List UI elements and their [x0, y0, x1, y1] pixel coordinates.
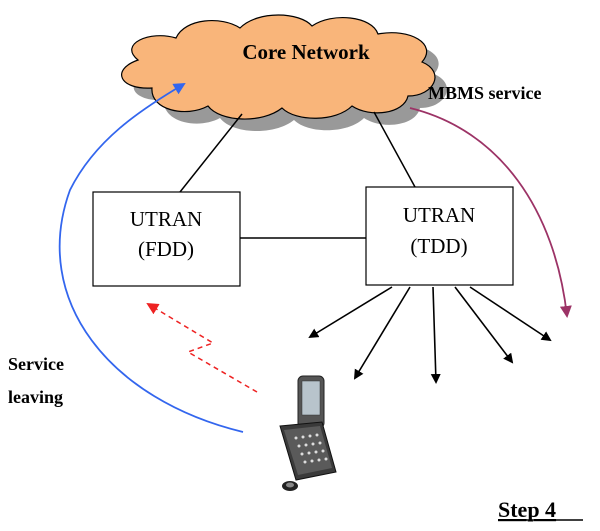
broadcast-arrow-1: [308, 286, 393, 339]
core-network-cloud: Core Network: [121, 14, 436, 120]
broadcast-arrows: [308, 286, 552, 384]
utran-fdd-line2: (FDD): [138, 237, 194, 261]
handover-signal-arrow: [146, 302, 258, 393]
mbms-service-label: MBMS service: [428, 83, 541, 103]
link-core-to-tdd: [373, 111, 416, 188]
utran-tdd-line1: UTRAN: [403, 203, 475, 227]
broadcast-arrow-4: [454, 286, 514, 364]
link-core-to-fdd: [179, 113, 243, 193]
service-leaving-arrow: [58, 82, 244, 433]
broadcast-arrow-3: [430, 286, 441, 384]
step-label: Step 4: [498, 497, 556, 522]
service-leaving-line2: leaving: [8, 387, 63, 407]
broadcast-arrow-2: [353, 286, 411, 380]
utran-tdd-line2: (TDD): [410, 234, 467, 258]
mobile-phone-icon: [279, 375, 337, 491]
utran-tdd-node: UTRAN (TDD): [365, 186, 514, 286]
service-leaving-line1: Service: [8, 354, 64, 374]
utran-fdd-node: UTRAN (FDD): [92, 191, 241, 287]
mbms-service-arrow: [409, 107, 572, 318]
broadcast-arrow-5: [469, 286, 552, 342]
utran-fdd-line1: UTRAN: [130, 207, 202, 231]
core-network-label: Core Network: [242, 40, 370, 64]
